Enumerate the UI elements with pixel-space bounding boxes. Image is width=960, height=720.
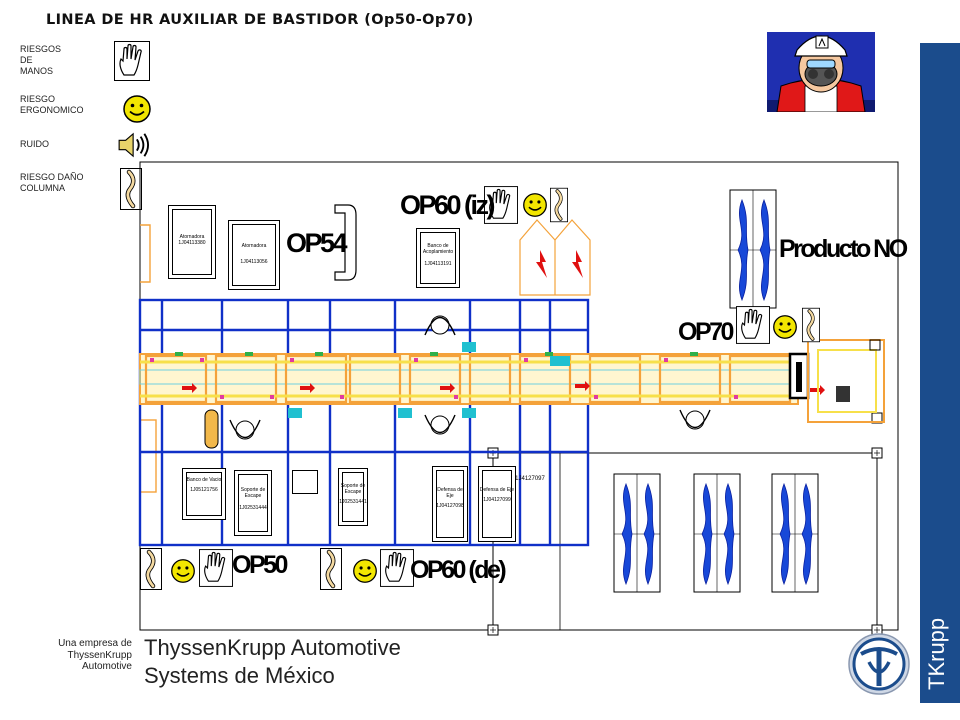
label-op70: OP70 — [678, 318, 734, 346]
legend-label-noise: RUIDO — [20, 139, 49, 149]
spark-cabinets — [519, 219, 591, 296]
label-op60-iz: OP60 (iz) — [400, 190, 496, 220]
footer-company-name: ThyssenKrupp Automotive Systems de Méxic… — [144, 635, 401, 688]
station-atornadora-1: Atornadora 1J04113380 — [168, 205, 216, 279]
station-soporte-escape-2: Soporte de Escape 1J02531441 — [338, 468, 368, 526]
legend-label-spine: RIESGO DAÑO COLUMNA — [20, 172, 84, 193]
legend-label-hand: RIESGOS DE MANOS — [20, 44, 62, 76]
brand-text: TKrupp — [924, 617, 949, 690]
station-defensa-eje-2: Defensa de Eje 1J04127099 — [478, 466, 516, 542]
legend-label-ergonomic: RIESGO ERGONOMICO — [20, 94, 84, 115]
station-atornadora-2: Atornadora 1J04113056 — [228, 220, 280, 290]
footer-parent-company: Una empresa de ThyssenKrupp Automotive — [58, 638, 132, 672]
station-small-box — [292, 470, 318, 494]
label-op60-de: OP60 (de) — [410, 556, 507, 584]
conveyor-line — [139, 339, 885, 423]
safety-worker-icon — [767, 32, 875, 112]
station-banco-acoplamiento: Banco de Acoplamiento 1J04113191 — [416, 228, 460, 288]
label-producto-no: Producto NO — [779, 235, 908, 263]
brand-sidebar — [920, 43, 960, 703]
station-soporte-escape-1: Soporte de Escape 1J02531444 — [234, 470, 272, 536]
station-banco-vacio: Banco de Vacio 1J05121756 — [182, 468, 226, 520]
thyssenkrupp-logo-icon — [848, 633, 910, 695]
label-op54: OP54 — [286, 228, 348, 258]
station-defensa-eje-1: Defensa de Eje 1J04127098 — [432, 466, 468, 542]
station-part-number: 1J4127097 — [515, 476, 545, 482]
label-op50: OP50 — [232, 551, 288, 579]
page-title: LINEA DE HR AUXILIAR DE BASTIDOR (Op50-O… — [46, 12, 474, 28]
